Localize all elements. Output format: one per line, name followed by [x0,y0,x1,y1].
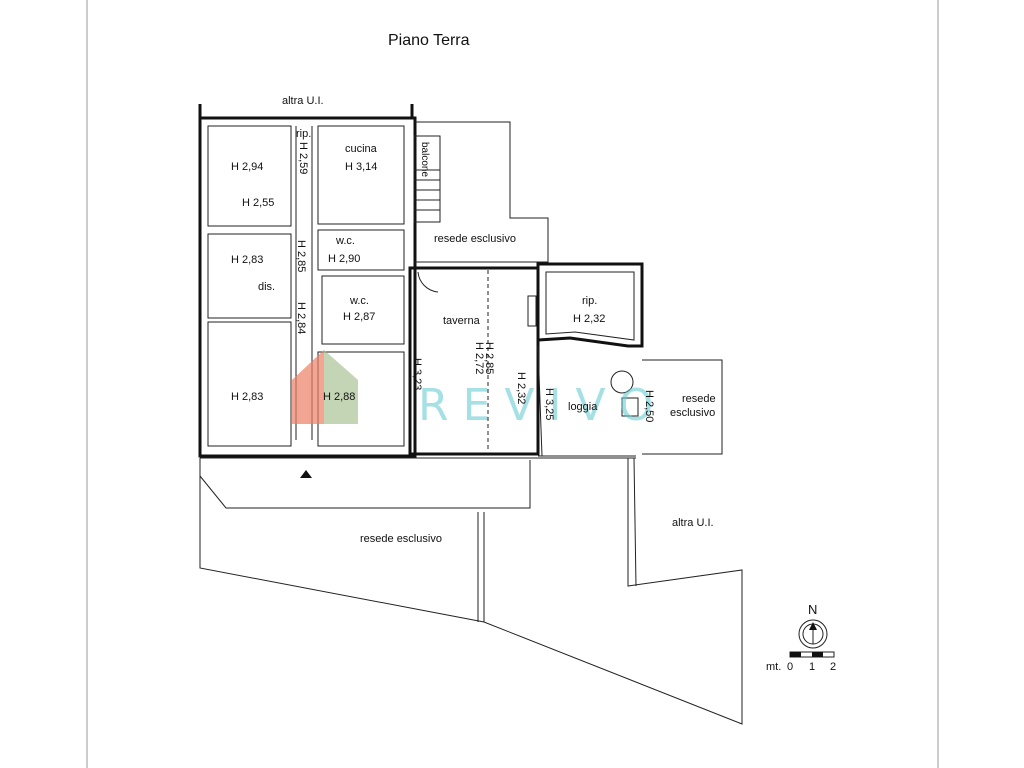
label-balcone: balcone [419,142,430,177]
label-loggia: loggia [568,401,598,413]
label-taverna: taverna [443,315,481,327]
rip-right-inner [545,271,635,341]
label-h255: H 2,55 [242,197,274,209]
label-h314: H 3,14 [345,161,377,173]
label-altra-ui-top: altra U.I. [282,95,324,107]
label-cucina: cucina [345,143,378,155]
compass-north-label: N [808,602,817,617]
label-wc-top: w.c. [335,235,355,247]
entrance-arrow-icon [300,470,312,478]
label-resede-top: resede esclusivo [434,233,516,245]
label-h285-tav: H 2,85 [483,342,495,374]
scale-tick-0: 0 [787,661,793,673]
resede-top-outline [415,121,549,263]
label-h285-left: H 2,85 [295,240,307,272]
label-h325: H 3,25 [543,388,555,420]
label-h232-rip: H 2,32 [573,313,605,325]
label-h259: H 2,59 [297,142,309,174]
label-dis: dis. [258,281,275,293]
label-h250: H 2,50 [643,390,655,422]
scale-bar: mt. 0 1 2 [766,651,836,673]
label-resede-right-2: esclusivo [670,407,715,419]
label-wc-mid: w.c. [349,295,369,307]
label-h284: H 2,84 [295,302,307,334]
label-h283-low: H 2,83 [231,391,263,403]
scale-unit: mt. [766,661,781,673]
rip-right-room [536,262,644,348]
revivo-watermark: REVIVO [292,350,667,431]
label-h232-tav: H 2,32 [515,372,527,404]
taverna-room [408,266,540,456]
label-h323: H 3,23 [411,358,423,390]
main-building [198,104,417,458]
watermark-text: REVIVO [418,380,667,431]
resede-right-outline [642,359,723,455]
label-h272: H 2,72 [473,342,485,374]
loggia-area [537,345,639,457]
label-rip-top: rip. [296,128,311,140]
resede-bottom-outline [199,457,743,725]
scale-tick-1: 1 [809,661,815,673]
balcone-area [413,135,441,223]
label-h294: H 2,94 [231,161,263,173]
page-title: Piano Terra [388,32,470,49]
label-h288: H 2,88 [323,391,355,403]
label-altra-ui-right: altra U.I. [672,517,714,529]
label-rip-right: rip. [582,295,597,307]
north-compass-icon: N [798,602,828,649]
scale-tick-2: 2 [830,661,836,673]
label-h287: H 2,87 [343,311,375,323]
label-h283-mid: H 2,83 [231,254,263,266]
label-resede-right-1: resede [682,393,716,405]
label-h290: H 2,90 [328,253,360,265]
label-resede-bottom: resede esclusivo [360,533,442,545]
